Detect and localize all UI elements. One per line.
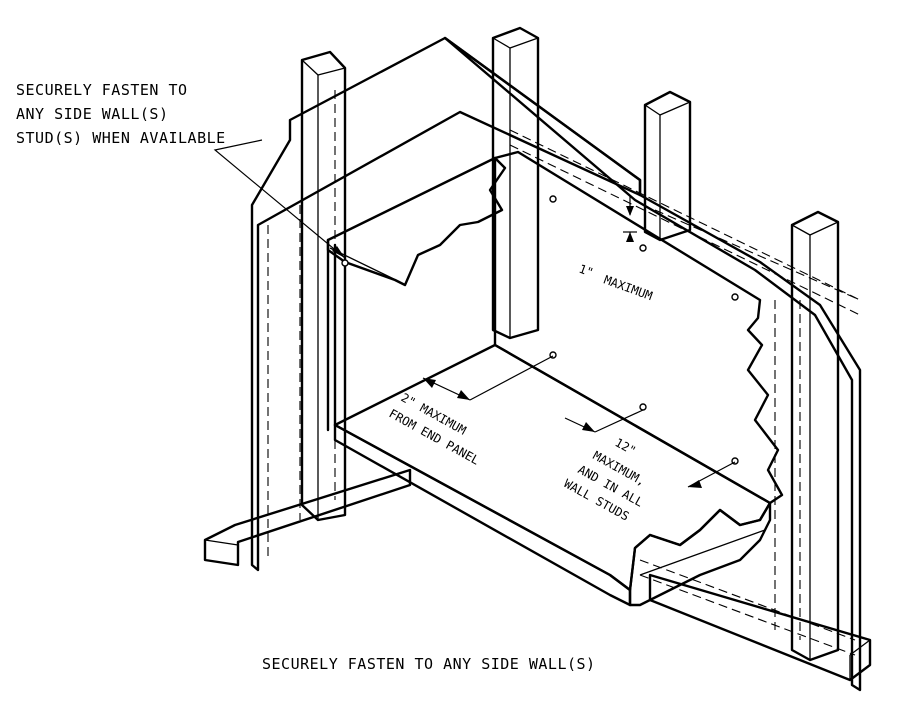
spacing-value: 12" (613, 435, 639, 458)
right-wall-framing (443, 36, 872, 692)
gap-value: 1" (577, 262, 595, 280)
fasten-leader (213, 139, 346, 259)
fasten-label-line-2: ANY SIDE WALL(S) (16, 105, 169, 123)
floor-panel-edge (333, 423, 632, 607)
fasten-label-line-3: STUD(S) WHEN AVAILABLE (16, 129, 226, 147)
fastener-holes (341, 195, 739, 465)
floor-panel (333, 343, 772, 592)
bottom-label: SECURELY FASTEN TO ANY SIDE WALL(S) (262, 655, 596, 673)
left-bottom-plate (203, 468, 412, 567)
side-panel-top (326, 156, 507, 287)
left-stud (300, 50, 347, 522)
right-wall-board (443, 36, 862, 692)
corner-stud (491, 26, 540, 340)
back-panel (493, 150, 784, 505)
right-stud (790, 210, 840, 662)
gap-text: MAXIMUM (602, 273, 654, 303)
middle-right-stud (643, 90, 692, 242)
fasten-label-line-1: SECURELY FASTEN TO (16, 81, 188, 99)
firebox-panels (326, 150, 784, 607)
dimension-lines (213, 139, 736, 488)
floor-broken-edge (628, 501, 772, 607)
